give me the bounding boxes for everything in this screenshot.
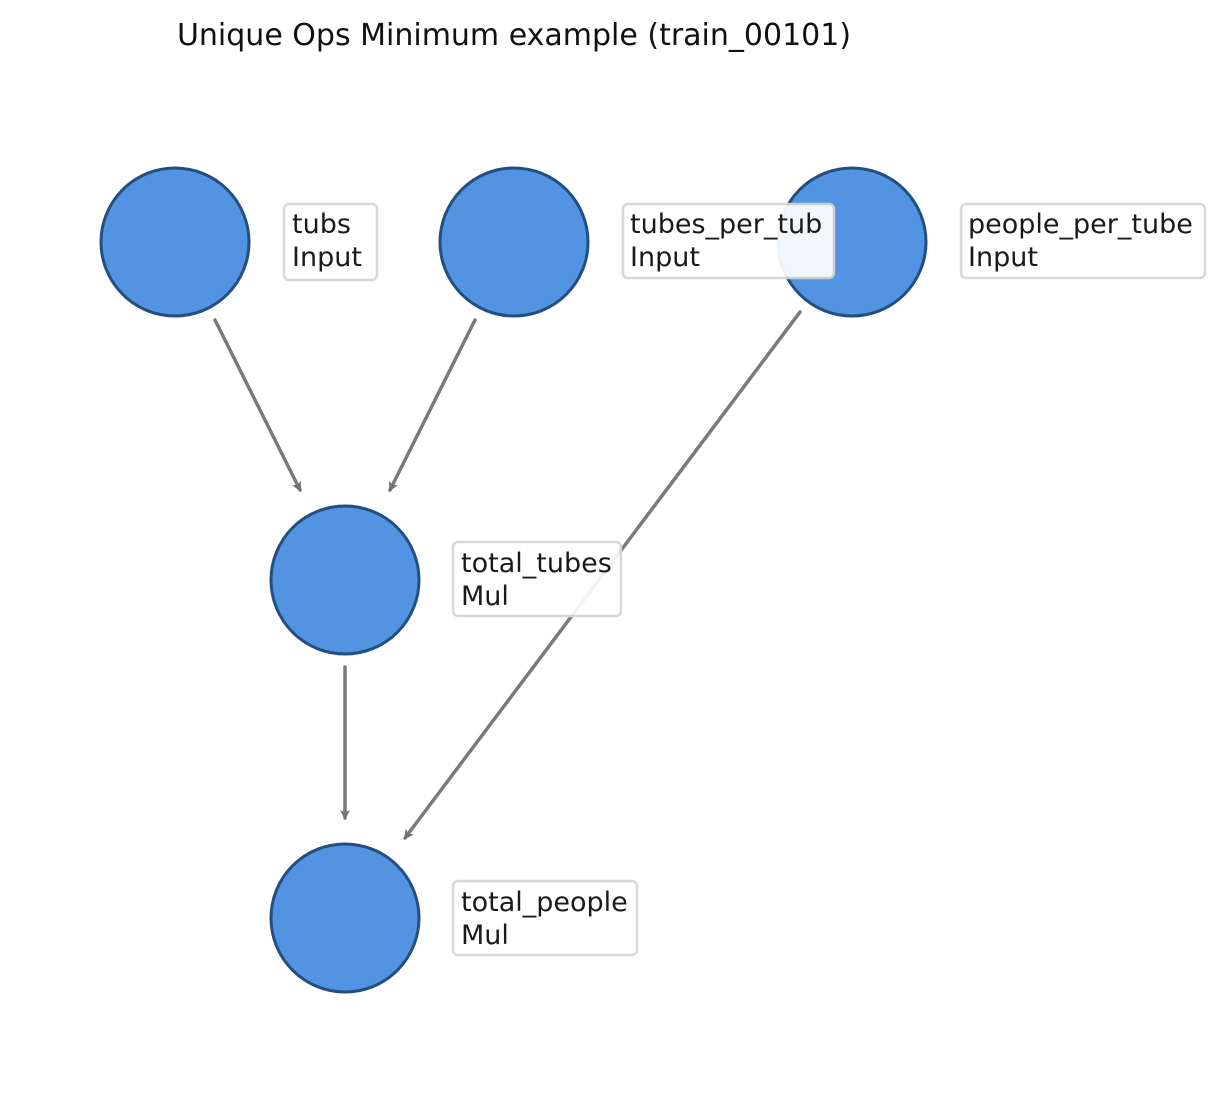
edge-tubes-per-tub-to-total-tubes [388,318,477,492]
edge-tubs-to-total-tubes [213,318,302,492]
node-circle-total-people[interactable] [269,842,421,994]
node-name: tubes_per_tub [630,209,822,240]
diagram-title: Unique Ops Minimum example (train_00101) [177,18,851,53]
node-circle-tubes-per-tub[interactable] [438,166,590,318]
node-label-tubs: tubs Input [282,202,379,282]
node-name: tubs [292,209,351,240]
label-box [621,202,836,280]
label-box [451,540,623,618]
node-name: total_tubes [461,548,612,579]
node-op: Input [968,242,1038,273]
svg-text:people_per_tube Input: people_per_tube Input [968,209,1201,273]
svg-text:tubes_per_tub Input: tubes_per_tub Input [630,209,831,273]
node-name: total_people [461,887,628,918]
node-layer [99,166,928,994]
node-op: Mul [461,581,509,612]
node-op: Input [630,242,700,273]
svg-text:total_people Mul: total_people Mul [461,887,636,951]
label-box [451,879,639,957]
label-layer: tubs Input tubes_per_tub Input people_pe… [282,202,1207,957]
node-circle-total-tubes[interactable] [269,504,421,656]
node-op: Mul [461,920,509,951]
node-label-total-people: total_people Mul [451,879,639,957]
svg-text:tubs Input: tubs Input [292,209,362,273]
node-name: people_per_tube [968,209,1193,240]
label-box [282,202,379,282]
node-label-tubes-per-tub: tubes_per_tub Input [621,202,836,280]
node-circle-tubs[interactable] [99,166,251,318]
node-op: Input [292,242,362,273]
node-label-total-tubes: total_tubes Mul [451,540,623,618]
label-box [959,202,1207,280]
svg-text:total_tubes Mul: total_tubes Mul [461,548,620,612]
node-label-people-per-tube: people_per_tube Input [959,202,1207,280]
